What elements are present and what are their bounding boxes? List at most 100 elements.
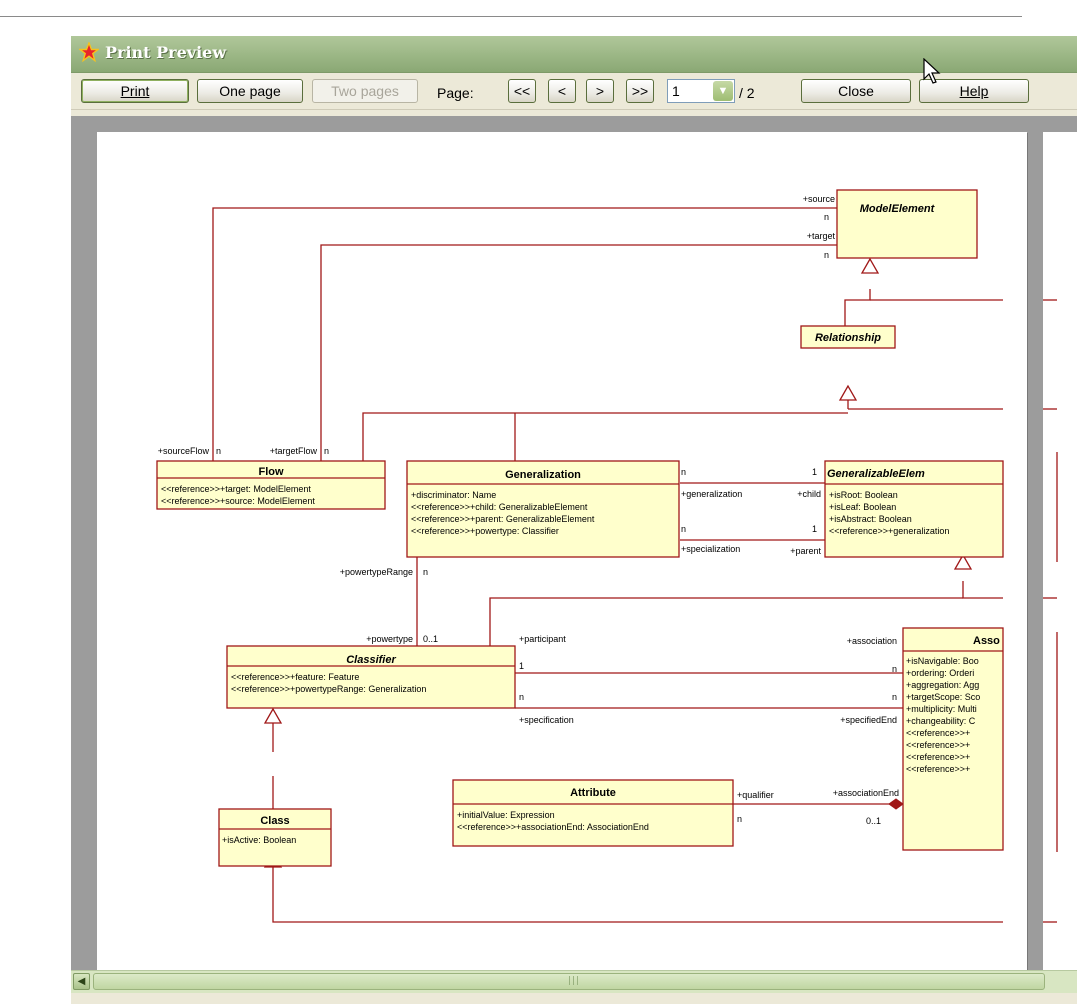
one-page-button-label: One page <box>219 83 281 99</box>
association-end-attr-4: +targetScope: Sco <box>906 692 980 702</box>
class-title-flow: Flow <box>258 466 283 478</box>
role-target-flow: +targetFlow <box>270 446 318 456</box>
mult-generalization-1-bottom: 1 <box>812 524 817 534</box>
horizontal-scrollbar[interactable]: ◀ ||| <box>71 970 1077 993</box>
class-title-association-end: Asso <box>973 635 1000 647</box>
role-association: +association <box>847 636 897 646</box>
mouse-cursor-icon <box>923 58 941 84</box>
generalization-attr-3: <<reference>>+parent: GeneralizableEleme… <box>411 514 595 524</box>
generalizable-attr-4: <<reference>>+generalization <box>829 526 949 536</box>
print-button[interactable]: Print <box>81 79 189 103</box>
flow-attr-2: <<reference>>+source: ModelElement <box>161 496 315 506</box>
print-button-label: Print <box>120 83 150 99</box>
association-end-attr-10: <<reference>>+ <box>906 764 970 774</box>
mult-association-end: 0..1 <box>866 816 881 826</box>
flow-attr-1: <<reference>>+target: ModelElement <box>161 484 311 494</box>
page-2-edge <box>1043 132 1077 970</box>
association-end-attr-2: +ordering: Orderi <box>906 668 974 678</box>
close-button[interactable]: Close <box>801 79 911 103</box>
mult-classifier-1: 1 <box>519 661 524 671</box>
star-app-icon <box>79 42 99 62</box>
mult-powertype-range-n: n <box>423 567 428 577</box>
generalization-attr-4: <<reference>>+powertype: Classifier <box>411 526 559 536</box>
mult-generalization-n-top: n <box>681 467 686 477</box>
role-target: +target <box>807 231 836 241</box>
next-page-button[interactable]: > <box>586 79 614 103</box>
mult-association-n-2: n <box>892 692 897 702</box>
class-title-attribute: Attribute <box>570 787 616 799</box>
class-title-classifier: Classifier <box>346 654 396 666</box>
last-page-button[interactable]: >> <box>626 79 654 103</box>
role-qualifier: +qualifier <box>737 790 774 800</box>
two-pages-button: Two pages <box>312 79 418 103</box>
classifier-attr-2: <<reference>>+powertypeRange: Generaliza… <box>231 684 426 694</box>
two-pages-button-label: Two pages <box>331 83 399 99</box>
role-specialization: +specialization <box>681 544 740 554</box>
page-2-fragments <box>1043 299 1058 923</box>
class-attr-1: +isActive: Boolean <box>222 835 296 845</box>
class-title-relationship: Relationship <box>815 332 881 344</box>
association-end-attr-6: +changeability: C <box>906 716 976 726</box>
association-end-attr-9: <<reference>>+ <box>906 752 970 762</box>
classifier-attr-1: <<reference>>+feature: Feature <box>231 672 359 682</box>
role-participant: +participant <box>519 634 566 644</box>
generalization-arrows <box>263 257 973 868</box>
mult-classifier-n: n <box>519 692 524 702</box>
role-source-flow: +sourceFlow <box>158 446 210 456</box>
class-title-generalization: Generalization <box>505 469 581 481</box>
role-child: +child <box>797 489 821 499</box>
association-end-attr-8: <<reference>>+ <box>906 740 970 750</box>
mult-source-n: n <box>824 212 829 222</box>
generalization-attr-1: +discriminator: Name <box>411 490 496 500</box>
top-separator-line <box>0 16 1022 17</box>
page-1: ModelElement Relationship GeneralizableE… <box>97 132 1027 970</box>
attribute-attr-2: <<reference>>+associationEnd: Associatio… <box>457 822 649 832</box>
association-lines <box>212 207 1003 923</box>
first-page-button[interactable]: << <box>508 79 536 103</box>
role-association-end: +associationEnd <box>833 788 899 798</box>
scrollbar-thumb[interactable]: ||| <box>93 973 1045 990</box>
role-specification: +specification <box>519 715 574 725</box>
mult-target-flow-n: n <box>324 446 329 456</box>
title-bar[interactable]: Print Preview <box>71 36 1077 73</box>
toolbar: Print One page Two pages Page: << < > >>… <box>71 73 1077 110</box>
page-number-select[interactable]: 1 ▼ <box>667 79 735 103</box>
scroll-left-arrow-icon[interactable]: ◀ <box>73 973 90 990</box>
uml-diagram: ModelElement Relationship GeneralizableE… <box>156 189 1004 923</box>
association-end-attr-1: +isNavigable: Boo <box>906 656 979 666</box>
association-end-attr-3: +aggregation: Agg <box>906 680 979 690</box>
class-title-class: Class <box>260 815 289 827</box>
generalizable-attr-1: +isRoot: Boolean <box>829 490 898 500</box>
role-parent: +parent <box>790 546 821 556</box>
role-powertype: +powertype <box>366 634 413 644</box>
class-title-generalizable-element: GeneralizableElem <box>827 468 925 480</box>
composition-diamond <box>888 798 904 810</box>
preview-area[interactable]: ModelElement Relationship GeneralizableE… <box>71 116 1077 970</box>
attribute-attr-1: +initialValue: Expression <box>457 810 555 820</box>
window-title: Print Preview <box>105 43 227 62</box>
association-end-attr-7: <<reference>>+ <box>906 728 970 738</box>
role-source: +source <box>803 194 835 204</box>
generalizable-attr-3: +isAbstract: Boolean <box>829 514 912 524</box>
grip-icon: ||| <box>568 976 581 986</box>
class-boxes <box>156 189 1004 867</box>
print-preview-window: Print Preview Print One page Two pages P… <box>71 36 1077 1004</box>
role-powertype-range: +powertypeRange <box>340 567 413 577</box>
role-specified-end: +specifiedEnd <box>840 715 897 725</box>
page-label: Page: <box>437 85 474 101</box>
mult-generalization-n-bottom: n <box>681 524 686 534</box>
one-page-button[interactable]: One page <box>197 79 303 103</box>
chevron-down-icon[interactable]: ▼ <box>713 81 733 101</box>
help-button[interactable]: Help <box>919 79 1029 103</box>
mult-target-n: n <box>824 250 829 260</box>
previous-page-button[interactable]: < <box>548 79 576 103</box>
mult-source-flow-n: n <box>216 446 221 456</box>
page-number-value: 1 <box>672 83 680 99</box>
role-generalization: +generalization <box>681 489 742 499</box>
class-title-model-element: ModelElement <box>860 203 936 215</box>
help-button-label: Help <box>959 83 989 99</box>
mult-powertype: 0..1 <box>423 634 438 644</box>
association-end-attr-5: +multiplicity: Multi <box>906 704 977 714</box>
generalizable-attr-2: +isLeaf: Boolean <box>829 502 896 512</box>
page-total: / 2 <box>739 85 755 101</box>
